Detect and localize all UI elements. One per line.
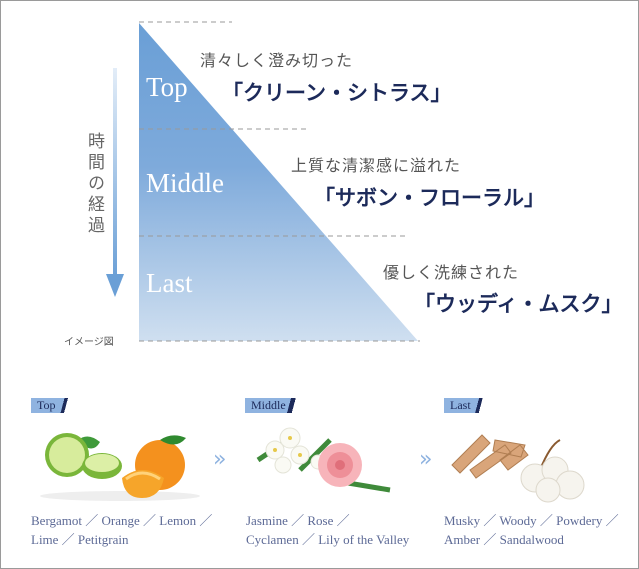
time-axis-label: 時間の経過 (84, 132, 104, 237)
middle-description: 上質な清潔感に溢れた (291, 156, 462, 175)
middle-name: 「サボン・フローラル」 (314, 185, 545, 210)
last-notes-list: Musky ／ Woody ／ Powdery ／ Amber ／ Sandal… (444, 511, 619, 549)
top-description: 清々しく澄み切った (200, 51, 354, 70)
stage-label-top: Top (146, 72, 188, 102)
notes-line: Cyclamen ／ Lily of the Valley (246, 532, 410, 547)
last-name: 「ウッディ・ムスク」 (414, 291, 623, 316)
note-triangle (139, 23, 418, 341)
chevron-right-icon: » (213, 447, 227, 472)
badge-last: Last (444, 398, 485, 413)
notes-line: Amber ／ Sandalwood (444, 532, 564, 547)
badge-middle: Middle (245, 398, 300, 413)
top-notes-list: Bergamot ／ Orange ／ Lemon ／ Lime ／ Petit… (31, 511, 212, 549)
top-name: 「クリーン・シトラス」 (222, 80, 452, 105)
time-arrow-head-icon (106, 274, 124, 297)
time-arrow-shaft (113, 68, 117, 280)
image-note: イメージ図 (64, 337, 114, 348)
notes-line: Lime ／ Petitgrain (31, 532, 129, 547)
notes-line: Jasmine ／ Rose ／ (246, 513, 350, 528)
last-description: 優しく洗練された (383, 263, 520, 282)
badge-top: Top (31, 398, 70, 413)
middle-notes-list: Jasmine ／ Rose ／ Cyclamen ／ Lily of the … (246, 511, 409, 549)
notes-line: Musky ／ Woody ／ Powdery ／ (444, 513, 619, 528)
notes-line: Bergamot ／ Orange ／ Lemon ／ (31, 513, 213, 528)
stage-label-last: Last (146, 268, 193, 298)
chevron-right-icon: » (419, 447, 433, 472)
stage-label-middle: Middle (146, 168, 224, 198)
